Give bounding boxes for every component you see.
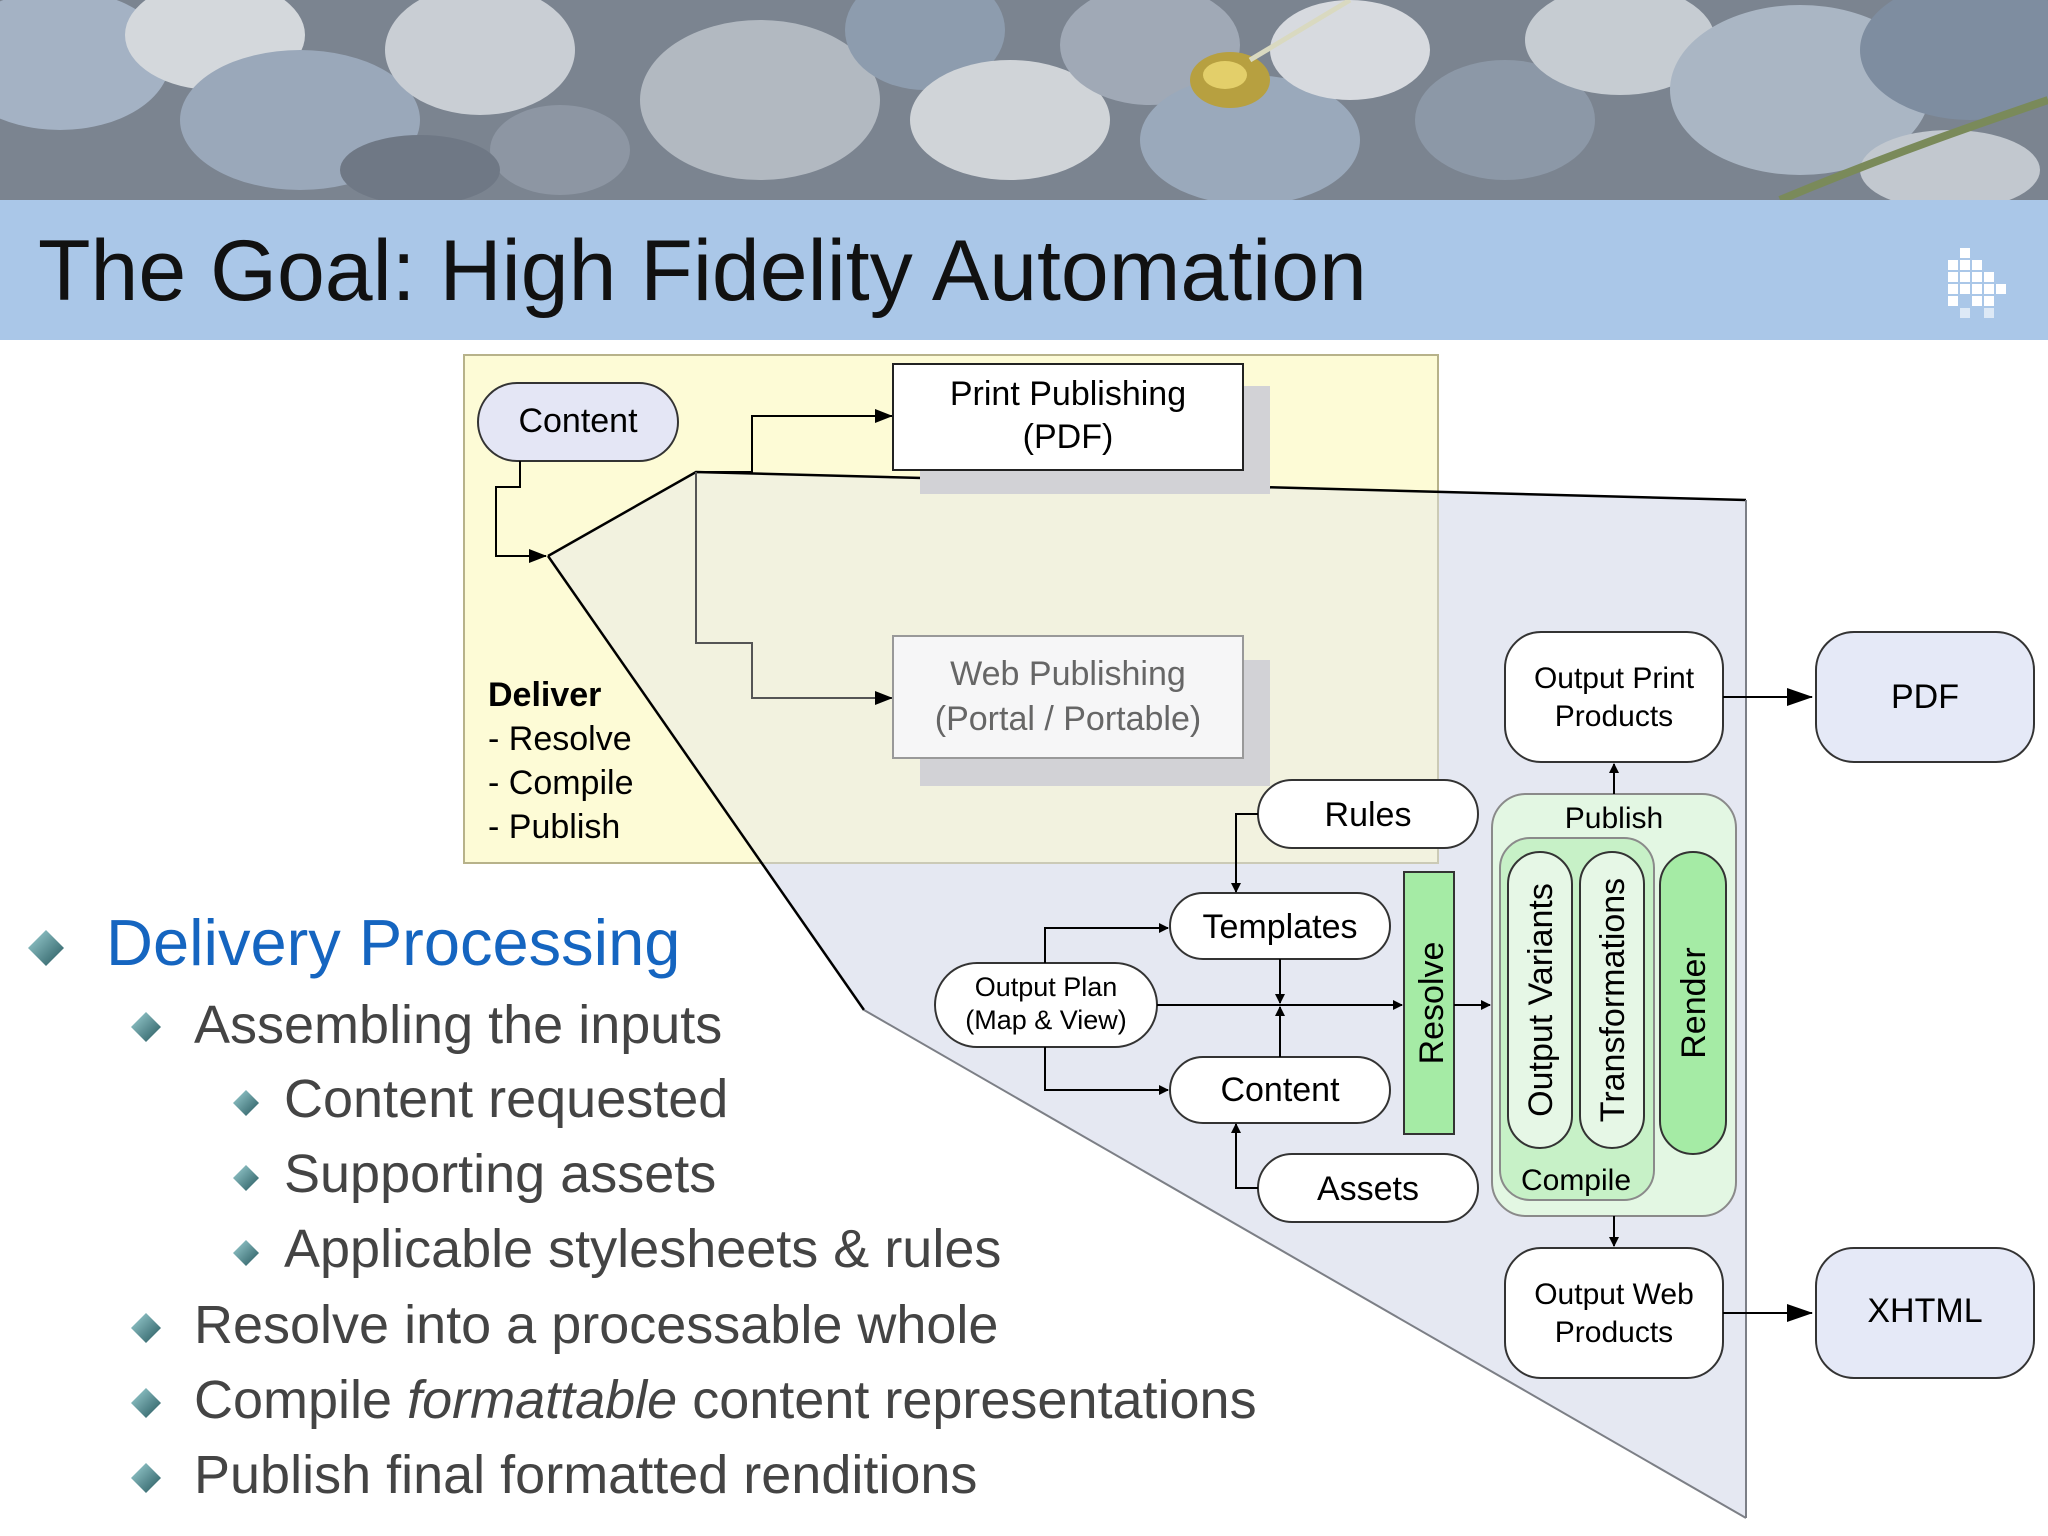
zoom-edge-bottom xyxy=(546,555,866,1011)
xhtml-node xyxy=(1815,1247,2035,1379)
bullet-icon xyxy=(233,1090,259,1116)
transformations-pill xyxy=(1579,851,1645,1149)
bullet-icon xyxy=(131,1463,161,1493)
bullet-icon xyxy=(28,930,64,966)
web-publishing-line2: (Portal / Portable) xyxy=(935,700,1201,738)
bullet-icon xyxy=(131,1012,161,1042)
render-label: Render xyxy=(1675,947,1713,1059)
resolve-box xyxy=(1403,871,1455,1135)
bullet-assembling-inputs: Assembling the inputs xyxy=(194,995,722,1055)
render-pill xyxy=(1659,851,1727,1155)
bullet-compile-pre: Compile xyxy=(194,1370,407,1430)
output-plan-line2: (Map & View) xyxy=(965,1005,1127,1035)
bullet-icon xyxy=(131,1313,161,1343)
compile-label: Compile xyxy=(1521,1164,1631,1197)
bullet-icon xyxy=(233,1240,259,1266)
bullet-icon xyxy=(131,1388,161,1418)
xhtml-label: XHTML xyxy=(1867,1292,1982,1330)
title-band xyxy=(0,200,2048,342)
bullet-content-requested: Content requested xyxy=(284,1069,728,1129)
assets-label: Assets xyxy=(1317,1170,1419,1208)
transformations-label: Transformations xyxy=(1594,878,1632,1122)
output-web-line2: Products xyxy=(1555,1316,1673,1349)
to-print-connector xyxy=(696,409,893,473)
detail-connectors xyxy=(1044,688,1813,1322)
overview-content-label: Content xyxy=(518,402,638,440)
header-photo xyxy=(0,0,2048,210)
bullet-icon xyxy=(233,1165,259,1191)
zoom-edge-base xyxy=(863,1009,1747,1519)
print-publishing-line1: Print Publishing xyxy=(950,375,1186,413)
bullet-publish: Publish final formatted renditions xyxy=(194,1445,977,1505)
web-publishing-line1: Web Publishing xyxy=(950,655,1186,693)
bullet-compile-post: content representations xyxy=(677,1370,1256,1430)
resolve-label: Resolve xyxy=(1413,942,1451,1065)
output-variants-label: Output Variants xyxy=(1522,883,1560,1117)
print-publishing-box xyxy=(892,363,1244,471)
deliver-step-publish: - Publish xyxy=(488,808,620,846)
pixel-grid-logo-icon xyxy=(1948,248,2006,318)
slide-title: The Goal: High Fidelity Automation xyxy=(38,223,1367,319)
bullet-compile-em: formattable xyxy=(407,1370,677,1430)
print-publishing-line2: (PDF) xyxy=(1023,418,1114,456)
deliver-title: Deliver xyxy=(488,676,601,714)
output-print-products-node xyxy=(1504,631,1724,763)
pdf-label: PDF xyxy=(1891,678,1959,716)
rules-label: Rules xyxy=(1325,796,1412,834)
title-band-divider xyxy=(0,340,2048,344)
deliver-step-resolve: - Resolve xyxy=(488,720,632,758)
templates-label: Templates xyxy=(1203,908,1358,946)
content-to-deliver-connector xyxy=(495,461,547,563)
output-variants-pill xyxy=(1507,851,1573,1149)
output-print-line2: Products xyxy=(1555,700,1673,733)
overview-content-node xyxy=(477,382,679,462)
bullet-delivery-processing: Delivery Processing xyxy=(106,906,680,979)
to-web-connector xyxy=(695,472,893,705)
deliver-step-compile: - Compile xyxy=(488,764,633,802)
bullet-resolve: Resolve into a processable whole xyxy=(194,1295,998,1355)
publish-label: Publish xyxy=(1565,802,1663,835)
output-print-line1: Output Print xyxy=(1534,662,1695,695)
web-publishing-box xyxy=(892,635,1244,759)
detail-content-label: Content xyxy=(1220,1071,1340,1109)
bullet-compile: Compile formattable content representati… xyxy=(194,1370,1257,1430)
output-plan-line1: Output Plan xyxy=(975,972,1118,1002)
bullet-supporting-assets: Supporting assets xyxy=(284,1144,716,1204)
output-web-line1: Output Web xyxy=(1534,1278,1694,1311)
pdf-node xyxy=(1815,631,2035,763)
bullet-stylesheets-rules: Applicable stylesheets & rules xyxy=(284,1219,1001,1279)
output-web-products-node xyxy=(1504,1247,1724,1379)
